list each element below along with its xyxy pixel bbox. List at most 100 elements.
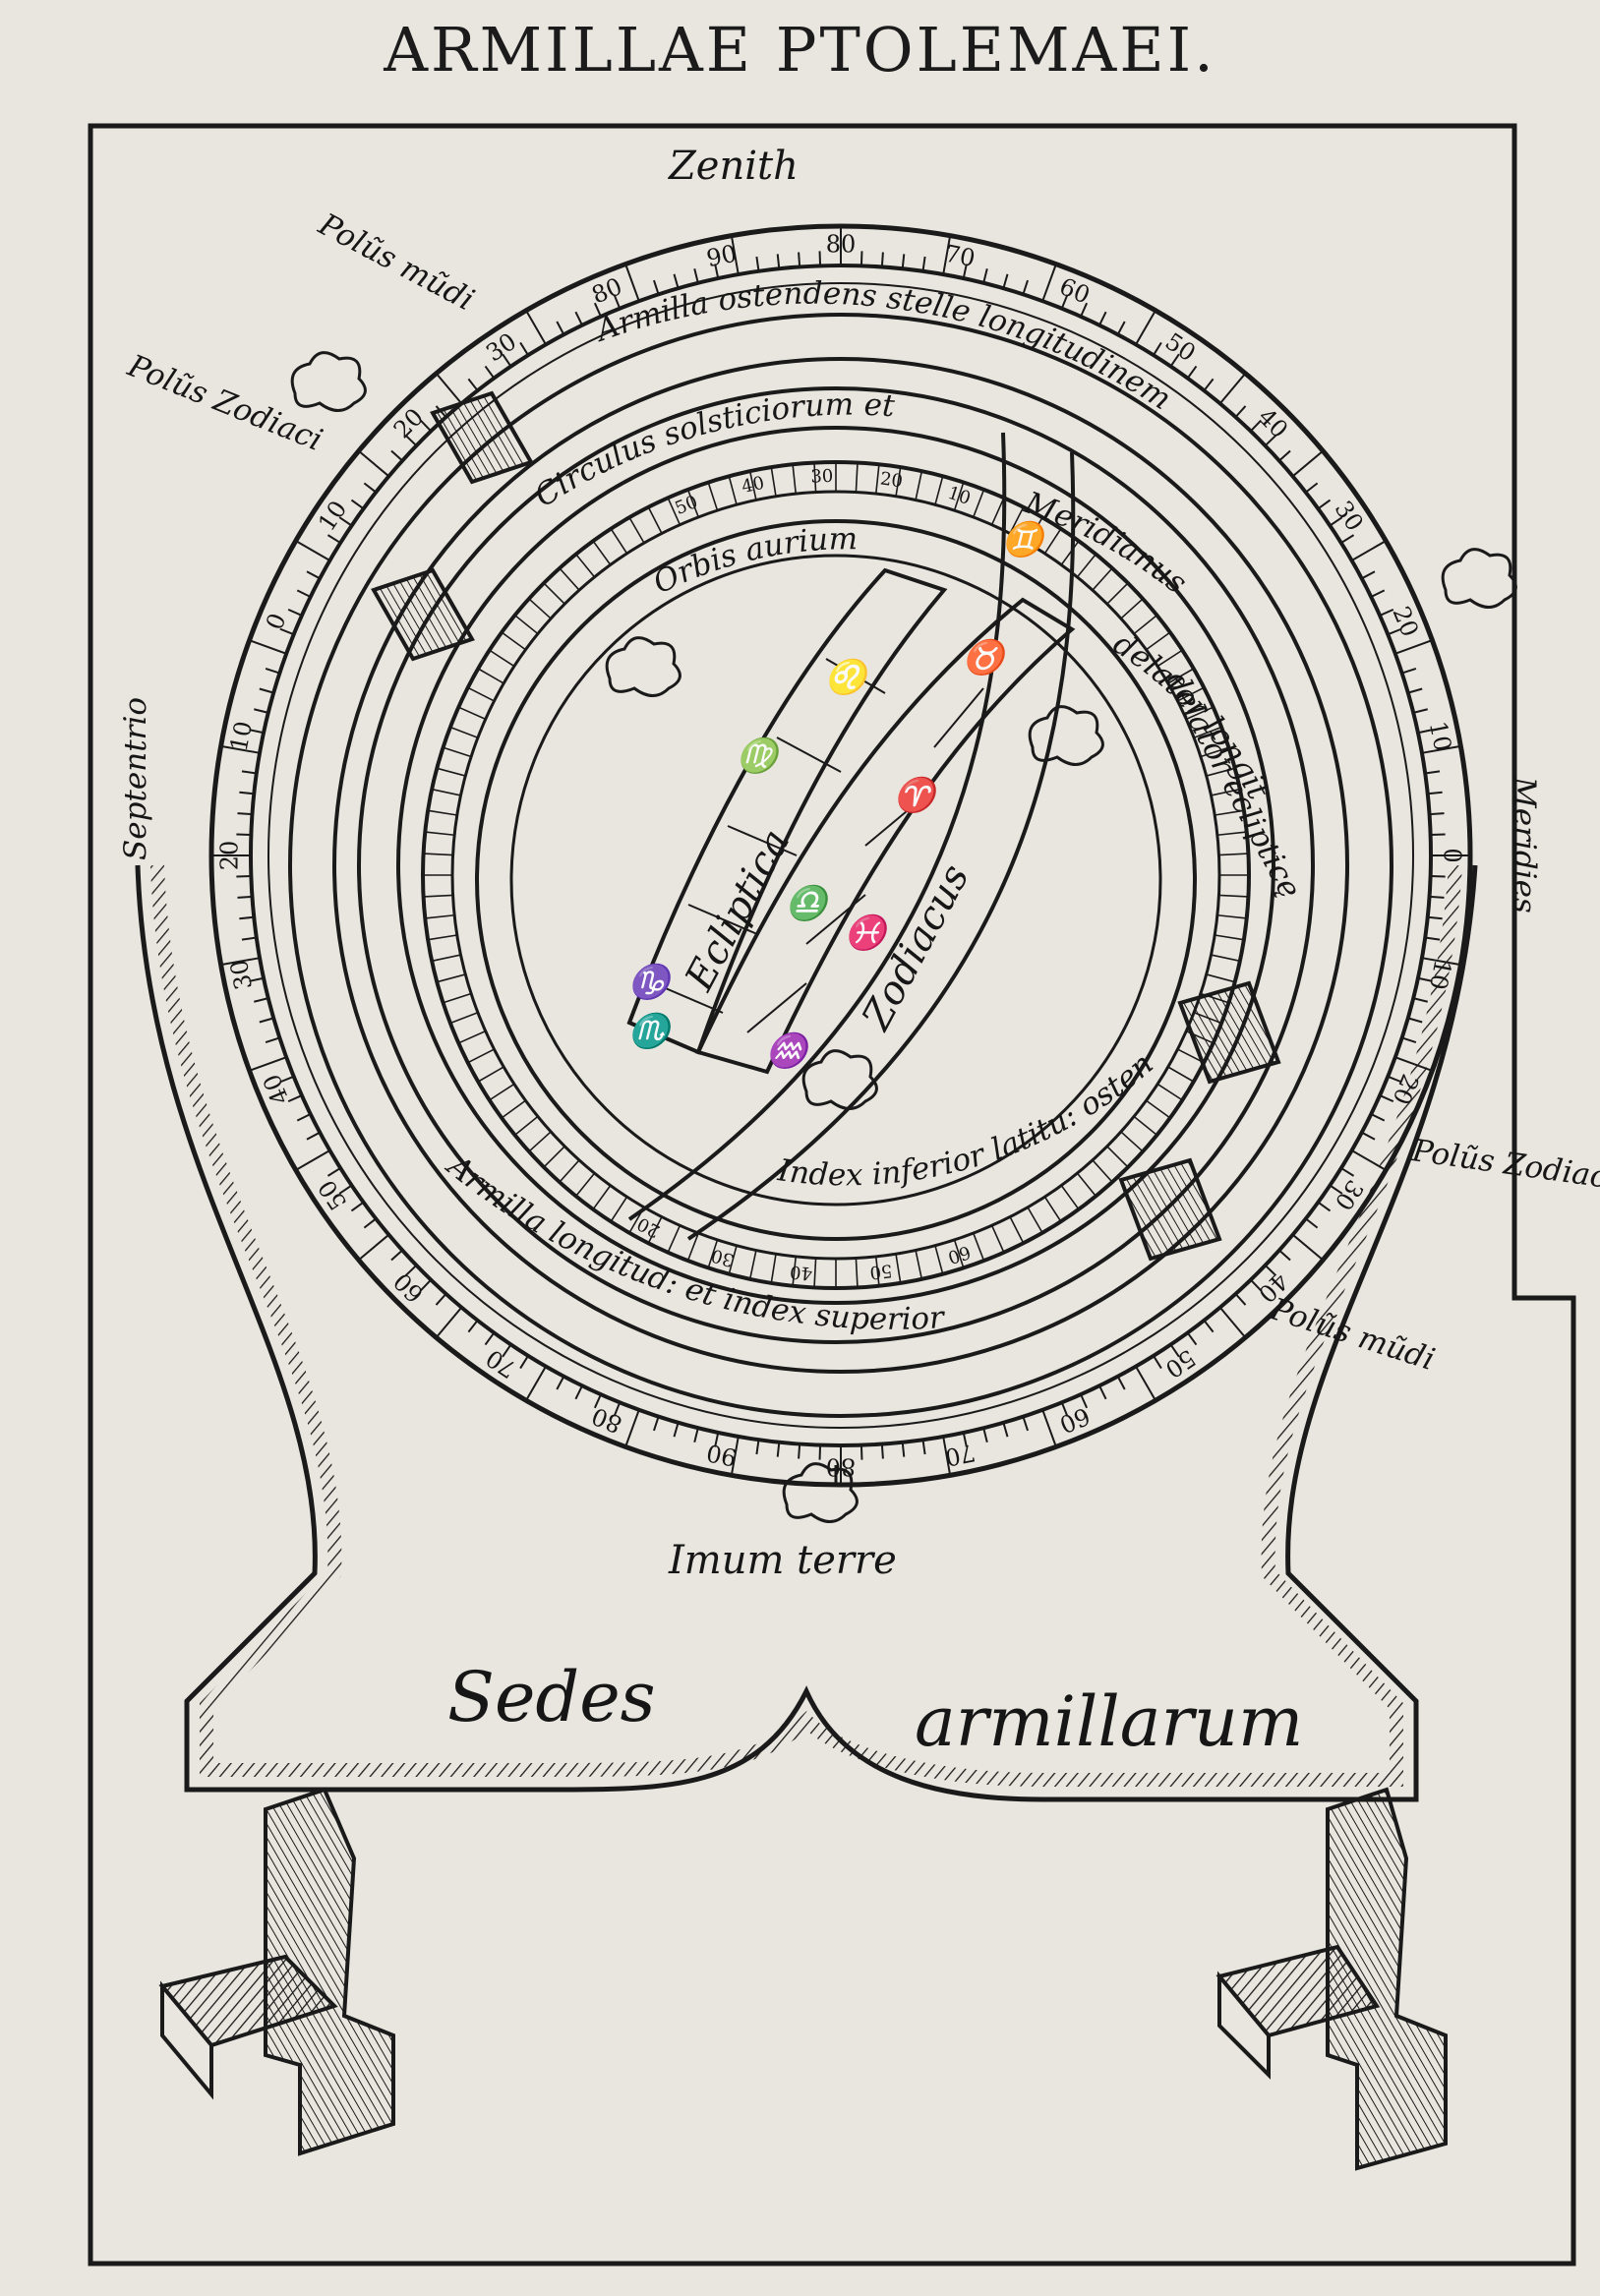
- outer-tick: [1098, 311, 1107, 326]
- cloud-icon: [290, 351, 1517, 1523]
- inner-tick: [667, 497, 681, 526]
- inner-tick: [1215, 809, 1244, 816]
- outer-tick: [1425, 770, 1441, 775]
- zodiac-band: [626, 567, 1076, 1075]
- outer-tick: [1317, 1201, 1332, 1212]
- inner-tick: [953, 482, 965, 511]
- outer-tick: [1080, 1393, 1089, 1409]
- inner-tick: [1009, 506, 1025, 534]
- outer-tick: [1412, 997, 1428, 1003]
- outer-tick: [1250, 419, 1262, 433]
- outer-tick: [363, 1217, 377, 1229]
- outer-tick: [693, 1427, 699, 1442]
- inner-tick: [990, 1224, 1005, 1254]
- outer-scale-number: 80: [826, 1453, 857, 1481]
- outer-tick: [1425, 936, 1441, 941]
- outer-tick: [1098, 1384, 1107, 1400]
- inner-tick: [1043, 1196, 1062, 1222]
- outer-tick: [249, 729, 265, 735]
- outer-tick: [1417, 976, 1433, 982]
- inner-tick: [1120, 1131, 1144, 1152]
- outer-tick: [1361, 570, 1376, 580]
- inner-tick: [707, 482, 719, 511]
- outer-scale-number: 70: [943, 240, 978, 272]
- outer-tick: [326, 1167, 341, 1177]
- outer-tick: [1361, 1131, 1376, 1141]
- outer-tick: [1135, 310, 1156, 345]
- outer-tick: [755, 1440, 760, 1455]
- outer-tick: [237, 812, 253, 816]
- outer-tick: [1412, 708, 1428, 714]
- inner-tick: [1106, 582, 1129, 605]
- outer-tick: [673, 1422, 680, 1438]
- inner-tick: [1027, 516, 1043, 544]
- inner-tick: [425, 831, 455, 837]
- outer-tick: [296, 589, 312, 598]
- inner-tick: [1185, 706, 1215, 721]
- inner-graduated-ring: [421, 460, 1251, 1290]
- outer-tick: [880, 252, 884, 267]
- inner-tick: [1215, 934, 1244, 941]
- outer-tick: [1234, 1293, 1247, 1306]
- outer-tick: [484, 1331, 496, 1346]
- inner-tick: [1120, 598, 1144, 619]
- outer-tick: [1135, 1366, 1156, 1401]
- zodiac-sign-glyph: ♎: [786, 884, 834, 923]
- outer-tick: [1291, 1233, 1324, 1262]
- outer-tick: [730, 1436, 740, 1476]
- outer-tick: [880, 1443, 884, 1459]
- polus-mundi-top-label: Polũs mũdi: [312, 206, 480, 318]
- outer-tick: [358, 1233, 390, 1262]
- inner-tick: [915, 471, 923, 500]
- outer-tick: [296, 1113, 312, 1122]
- outer-tick: [673, 273, 680, 289]
- inner-tick: [443, 992, 472, 1004]
- outer-tick: [653, 279, 660, 295]
- inner-tick: [934, 1245, 944, 1274]
- inner-tick: [855, 462, 859, 493]
- outer-tick: [1041, 1409, 1057, 1447]
- outer-tick: [237, 895, 253, 899]
- inner-tick: [1218, 853, 1249, 856]
- outer-tick: [901, 254, 906, 269]
- orbis-ring: [475, 519, 1197, 1241]
- inner-tick: [467, 686, 495, 702]
- inner-scale-number: 50: [868, 1260, 893, 1282]
- inner-tick: [990, 497, 1005, 526]
- inner-tick: [457, 706, 487, 721]
- inner-tick: [792, 1256, 798, 1286]
- inner-tick: [449, 726, 479, 738]
- inner-tick: [895, 1254, 902, 1283]
- outer-tick: [1041, 264, 1057, 302]
- outer-tick: [1291, 449, 1324, 478]
- outer-tick: [236, 833, 252, 837]
- outer-tick: [1153, 1355, 1162, 1370]
- inner-tick: [934, 476, 944, 505]
- zenith-label: Zenith: [667, 144, 799, 189]
- inner-tick: [457, 1030, 487, 1044]
- inner-tick: [575, 1172, 596, 1197]
- outer-tick: [1264, 1265, 1277, 1276]
- inner-tick: [1146, 631, 1171, 651]
- outer-tick: [730, 235, 740, 275]
- inner-tick: [953, 1239, 965, 1268]
- outer-tick: [818, 1444, 822, 1460]
- inner-tick: [467, 1048, 495, 1064]
- inner-tick: [1076, 1172, 1096, 1197]
- outer-scale-number: 20: [216, 841, 244, 871]
- outer-tick: [350, 499, 365, 510]
- outer-tick: [1153, 341, 1162, 356]
- armillarum-label: armillarum: [915, 1681, 1303, 1762]
- outer-tick: [693, 268, 699, 284]
- outer-tick: [1169, 353, 1180, 368]
- outer-tick: [525, 310, 547, 345]
- inner-tick: [1027, 1207, 1043, 1234]
- outer-tick: [1387, 1075, 1402, 1084]
- outer-tick: [556, 321, 565, 335]
- outer-tick: [1218, 1306, 1247, 1338]
- inner-tick: [1177, 686, 1205, 702]
- inner-tick: [855, 1258, 859, 1288]
- outer-tick: [1394, 1056, 1433, 1072]
